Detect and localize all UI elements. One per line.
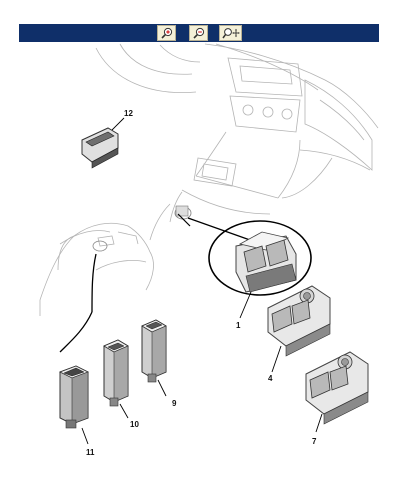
viewer-toolbar: [19, 24, 379, 42]
magnifier-minus-icon: [192, 27, 204, 39]
switch-11: [59, 365, 89, 429]
dashboard-outline: [39, 43, 379, 316]
switch-9: [141, 319, 167, 383]
highlight-circle: [208, 220, 312, 296]
callout-4: 4: [268, 374, 273, 383]
leader-line-seat: [91, 253, 97, 313]
switch-12: [81, 127, 119, 169]
zoom-out-button[interactable]: [189, 25, 208, 41]
callout-9: 9: [172, 399, 177, 408]
switch-10: [103, 339, 129, 407]
switch-4: [267, 285, 331, 357]
switch-1: [235, 231, 297, 293]
callout-12: 12: [124, 109, 133, 118]
callout-11: 11: [86, 448, 95, 457]
leader-line-console: [187, 217, 251, 241]
callout-7: 7: [312, 437, 317, 446]
magnifier-plus-icon: [160, 27, 172, 39]
switch-7: [305, 351, 369, 425]
zoom-in-button[interactable]: [157, 25, 176, 41]
zoom-pan-button[interactable]: [219, 25, 242, 41]
magnifier-move-icon: [221, 28, 240, 39]
callout-1: 1: [236, 321, 241, 330]
callout-10: 10: [130, 420, 139, 429]
